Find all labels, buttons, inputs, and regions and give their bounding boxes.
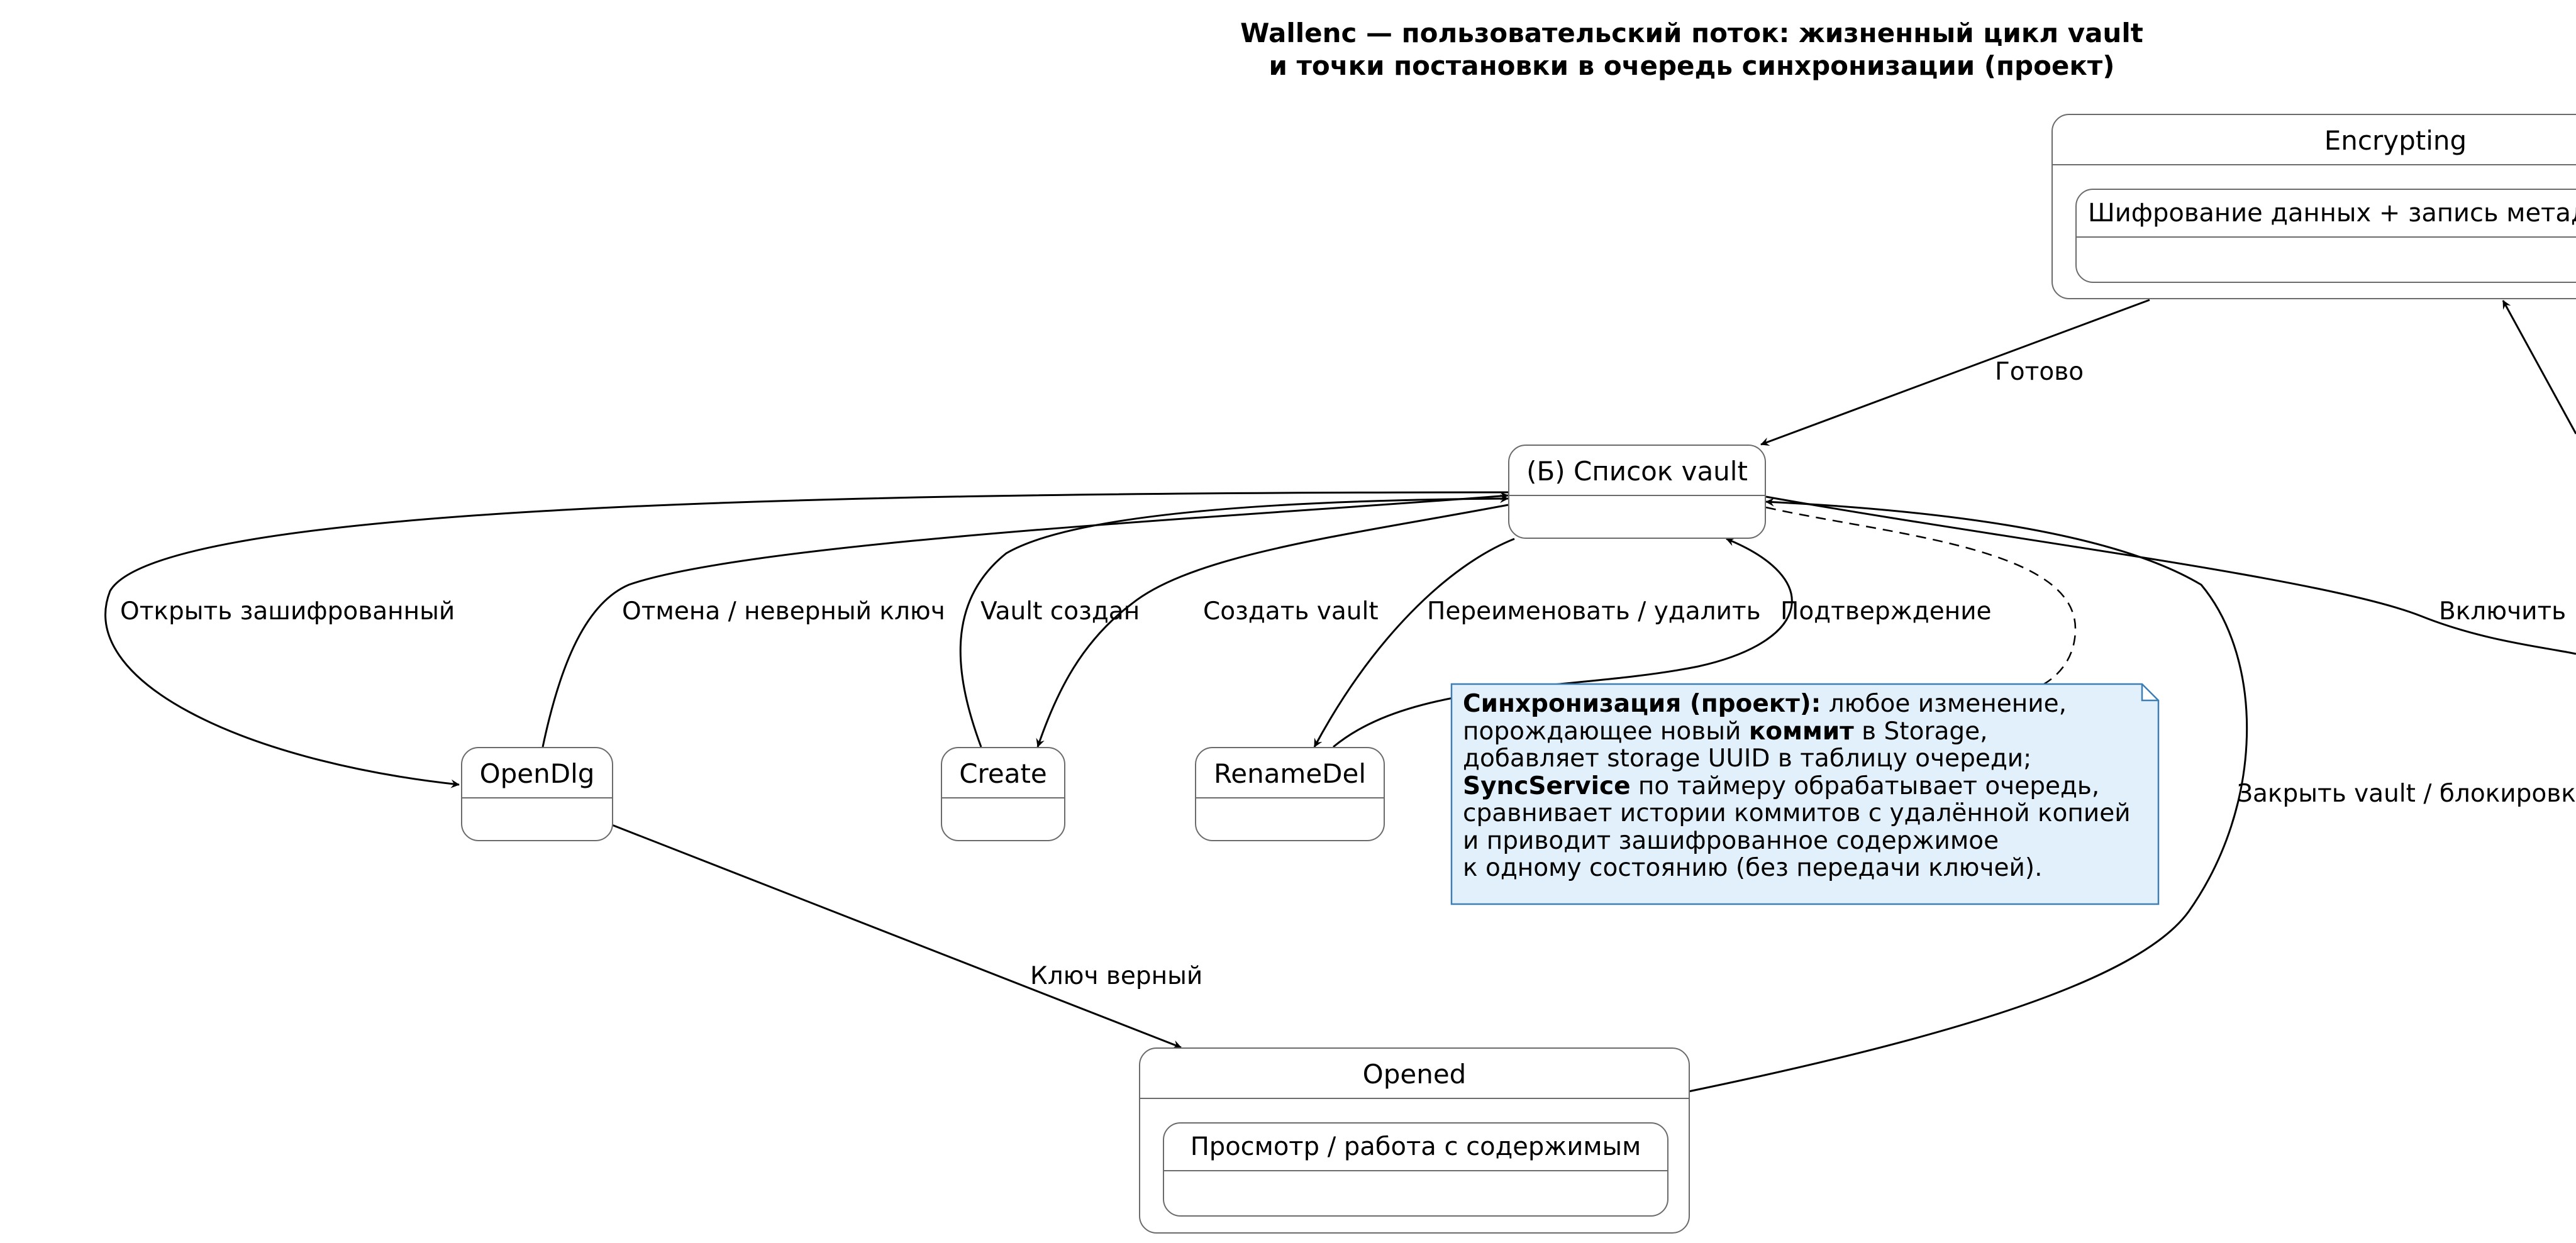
substate-encrypting-work: Шифрование данных + запись метаданных xyxy=(2075,189,2576,283)
state-rename-del-name: RenameDel xyxy=(1213,758,1367,789)
edge-encrypting-to-list xyxy=(1760,299,2150,446)
note-line-5: сравнивает истории коммитов с удалённой … xyxy=(1463,799,2131,827)
state-create: Create xyxy=(941,747,1065,841)
edge-list-to-create xyxy=(1036,504,1509,748)
label-key-correct: Ключ верный xyxy=(1030,962,1203,990)
note-line-2: порождающее новый коммит в Storage, xyxy=(1463,717,1988,746)
edge-create-to-list xyxy=(959,494,1509,748)
note-line-3: добавляет storage UUID в таблицу очереди… xyxy=(1463,744,2032,773)
state-encrypting: Encrypting Шифрование данных + запись ме… xyxy=(2051,114,2576,299)
state-opened: Opened Просмотр / работа с содержимым xyxy=(1139,1047,1690,1234)
label-done: Готово xyxy=(1995,358,2084,386)
state-vault-list-name: (Б) Список vault xyxy=(1526,456,1748,487)
label-enable: Включить xyxy=(2439,597,2567,626)
edge-list-to-encrypting xyxy=(1765,495,2576,655)
edge-list-to-opendlg xyxy=(104,491,1509,788)
label-confirmation: Подтверждение xyxy=(1780,597,1992,626)
note-line-4: SyncService по таймеру обрабатывает очер… xyxy=(1463,771,2100,800)
edge-list-to-encrypting-upper xyxy=(2502,300,2576,434)
label-vault-created: Vault создан xyxy=(980,597,1140,626)
state-encrypting-name: Encrypting xyxy=(2324,125,2467,156)
label-open-encrypted: Открыть зашифрованный xyxy=(120,597,455,626)
state-create-name: Create xyxy=(959,758,1047,789)
label-close-lock: Закрыть vault / блокировка xyxy=(2237,780,2576,808)
label-cancel-wrong-key: Отмена / неверный ключ xyxy=(622,597,945,626)
diagram-title-line-1: Wallenc — пользовательский поток: жизнен… xyxy=(1240,18,2143,48)
diagram-title-line-2: и точки постановки в очередь синхронизац… xyxy=(1269,50,2115,81)
state-rename-del: RenameDel xyxy=(1195,747,1385,841)
note-link-dashed xyxy=(1765,506,2077,685)
note-line-1: Синхронизация (проект): любое изменение, xyxy=(1463,690,2067,718)
edge-opened-to-list xyxy=(1688,497,2248,1093)
note-line-7: к одному состоянию (без передачи ключей)… xyxy=(1463,854,2043,882)
state-open-dlg: OpenDlg xyxy=(461,747,613,841)
state-open-dlg-name: OpenDlg xyxy=(479,758,595,789)
note-line-6: и приводит зашифрованное содержимое xyxy=(1463,826,1999,855)
state-vault-list: (Б) Список vault xyxy=(1508,445,1766,539)
substate-encrypting-name: Шифрование данных + запись метаданных xyxy=(2088,199,2576,228)
substate-opened-work: Просмотр / работа с содержимым xyxy=(1163,1122,1668,1217)
label-create-vault: Создать vault xyxy=(1203,597,1379,626)
label-rename-delete: Переименовать / удалить xyxy=(1427,597,1761,626)
substate-opened-name: Просмотр / работа с содержимым xyxy=(1190,1132,1641,1161)
edge-opendlg-to-list xyxy=(541,492,1509,748)
edge-list-to-renamedel xyxy=(1313,538,1515,748)
sync-note: Синхронизация (проект): любое изменение,… xyxy=(1463,690,2148,882)
state-opened-name: Opened xyxy=(1362,1059,1467,1090)
edge-renamedel-to-list xyxy=(1333,538,1793,748)
edge-opendlg-to-opened xyxy=(611,824,1182,1049)
